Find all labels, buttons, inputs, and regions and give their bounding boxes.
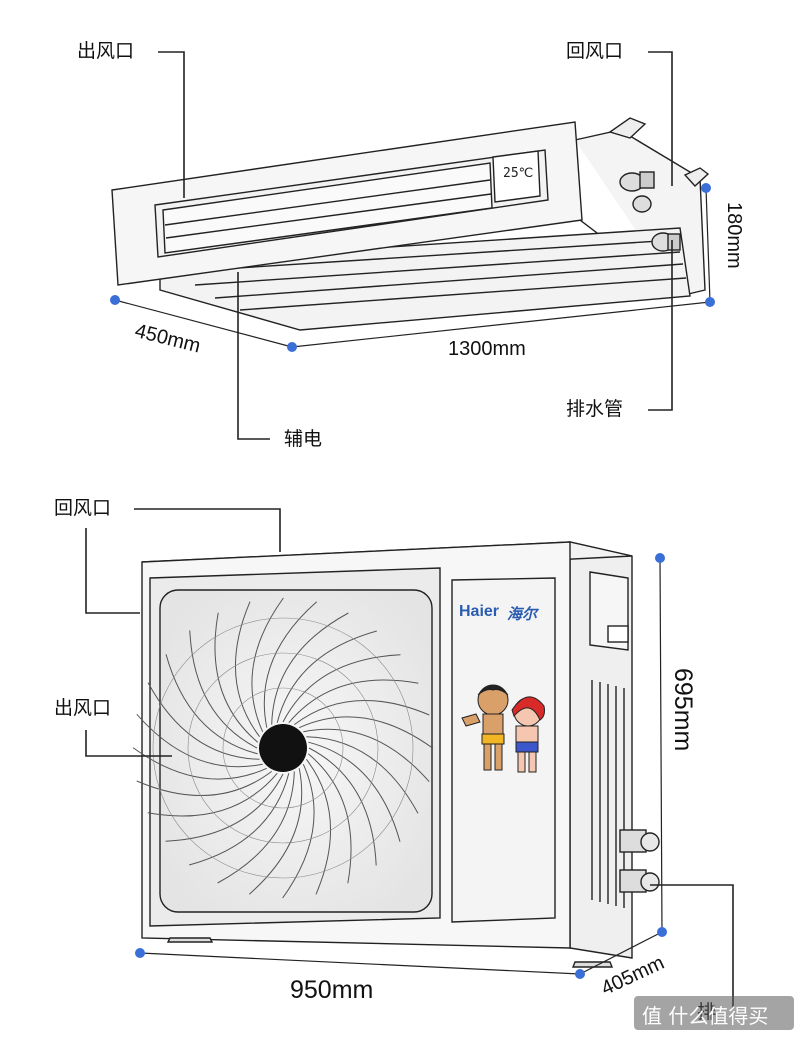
fan-blade-line xyxy=(282,654,401,723)
indoor-dimension-lines xyxy=(110,183,715,352)
fan-blade-line xyxy=(147,682,260,760)
indoor-outlet-label: 出风口 xyxy=(77,40,135,62)
fan-blade-line xyxy=(165,654,258,755)
indoor-drain-label: 排水管 xyxy=(566,398,624,420)
mascot-illustration xyxy=(461,684,545,773)
fan-blade-line xyxy=(132,747,268,780)
watermark-background xyxy=(634,996,794,1030)
watermark-text: 值 什么值得买 xyxy=(642,1004,769,1028)
fan-blade-line xyxy=(306,758,332,895)
brand-logo-cn: 海尔 xyxy=(507,605,538,623)
fan-blade-line xyxy=(234,601,260,738)
fan-blade-line xyxy=(308,741,401,842)
fan-blade-line xyxy=(147,772,278,817)
outdoor-return-label: 回风口 xyxy=(54,497,112,519)
fan-blade-line xyxy=(214,612,259,743)
fan-blade-line xyxy=(136,713,263,768)
outdoor-dimension-lines xyxy=(135,553,667,979)
outdoor-leader-lines xyxy=(85,508,734,1008)
indoor-unit-drawing xyxy=(111,117,710,331)
fan-blade-line xyxy=(306,736,419,814)
fan-blade-line xyxy=(288,679,419,724)
fan-blade-line xyxy=(303,728,430,783)
fan-blade-line xyxy=(276,630,377,723)
brand-logo-en: Haier xyxy=(459,603,500,620)
fan-guard-ring xyxy=(222,687,344,809)
fan-guard-ring xyxy=(187,652,379,844)
fan-blade-line xyxy=(298,716,434,749)
fan-blade-line xyxy=(271,612,349,725)
fan-blade-line xyxy=(263,601,318,728)
fan-grille xyxy=(132,597,434,899)
fan-blade-line xyxy=(307,753,352,884)
indoor-height-dimension: 180mm xyxy=(723,202,745,269)
fan-blade-line xyxy=(248,768,303,895)
fan-blade-line xyxy=(189,773,290,866)
fan-blade-line xyxy=(136,771,273,797)
outdoor-outlet-label: 出风口 xyxy=(54,697,112,719)
fan-blade-line xyxy=(293,699,430,725)
fan-blade-line xyxy=(282,763,315,899)
fan-blade-line xyxy=(308,747,377,866)
indoor-return-label: 回风口 xyxy=(566,40,624,62)
fan-guard-ring xyxy=(152,617,414,879)
indoor-leader-lines xyxy=(158,51,673,440)
fan-blade-line xyxy=(165,773,284,842)
fan-blade-line xyxy=(217,771,295,884)
indoor-width-dimension: 1300mm xyxy=(448,338,526,360)
outdoor-height-dimension: 695mm xyxy=(669,668,697,752)
fan-blade-line xyxy=(251,597,284,733)
indoor-display-temp: 25℃ xyxy=(503,166,534,181)
fan-blade-line xyxy=(189,630,258,749)
fan-hub xyxy=(259,724,307,772)
indoor-aux-heat-label: 辅电 xyxy=(284,428,323,450)
outdoor-width-dimension: 950mm xyxy=(290,976,374,1004)
